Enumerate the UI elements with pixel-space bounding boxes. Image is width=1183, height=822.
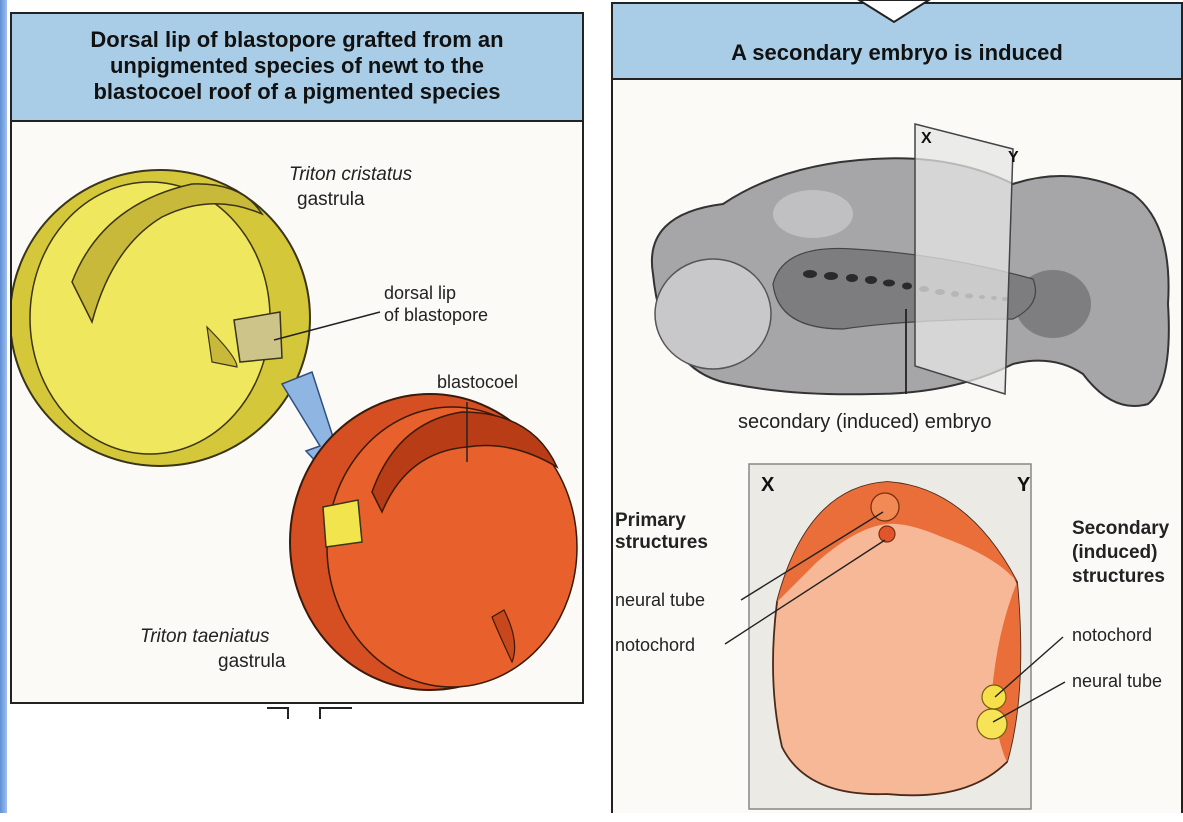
panel-connector xyxy=(262,703,382,723)
grafting-title-line-1: Dorsal lip of blastopore grafted from an xyxy=(12,27,582,53)
secondary-heading-line-3: structures xyxy=(1072,566,1165,588)
grafting-panel: Dorsal lip of blastopore grafted from an… xyxy=(10,12,584,704)
primary-heading-line-1: Primary xyxy=(615,510,686,532)
dorsal-lip-label-line-2: of blastopore xyxy=(384,304,488,326)
secondary-heading-line-2: (induced) xyxy=(1072,542,1158,564)
donor-species-label: Triton cristatus xyxy=(289,164,412,186)
grafting-title-line-3: blastocoel roof of a pigmented species xyxy=(12,79,582,105)
blastocoel-label: blastocoel xyxy=(437,371,518,393)
section-plane xyxy=(915,124,1013,394)
embryo-highlight xyxy=(773,190,853,238)
induction-panel: A secondary embryo is induced X Y second… xyxy=(611,2,1183,813)
donor-stage-label: gastrula xyxy=(297,189,365,211)
donor-dorsal-lip-patch xyxy=(234,312,282,362)
embryo-illustration xyxy=(613,104,1181,434)
embryo-caption: secondary (induced) embryo xyxy=(738,411,991,433)
grafting-panel-header: Dorsal lip of blastopore grafted from an… xyxy=(12,14,582,122)
secondary-notochord-label: notochord xyxy=(1072,624,1152,646)
primary-neural-tube-label: neural tube xyxy=(615,589,705,611)
primary-heading-line-2: structures xyxy=(615,532,708,554)
secondary-neural-tube-label: neural tube xyxy=(1072,670,1162,692)
primary-notochord-label: notochord xyxy=(615,634,695,656)
plane-y-label: Y xyxy=(1008,149,1019,167)
induction-title: A secondary embryo is induced xyxy=(613,40,1181,66)
flow-pointer xyxy=(849,0,939,24)
left-edge-strip xyxy=(0,0,7,813)
host-stage-label: gastrula xyxy=(218,651,286,673)
host-species-label: Triton taeniatus xyxy=(140,626,270,648)
dorsal-lip-label-line-1: dorsal lip xyxy=(384,282,456,304)
grafting-title-line-2: unpigmented species of newt to the xyxy=(12,53,582,79)
embryo-eye xyxy=(655,259,771,369)
grafted-lip-patch xyxy=(323,500,362,547)
plane-x-label: X xyxy=(921,130,932,148)
host-gastrula xyxy=(290,394,577,690)
secondary-heading-line-1: Secondary xyxy=(1072,518,1169,540)
donor-gastrula xyxy=(12,170,310,466)
